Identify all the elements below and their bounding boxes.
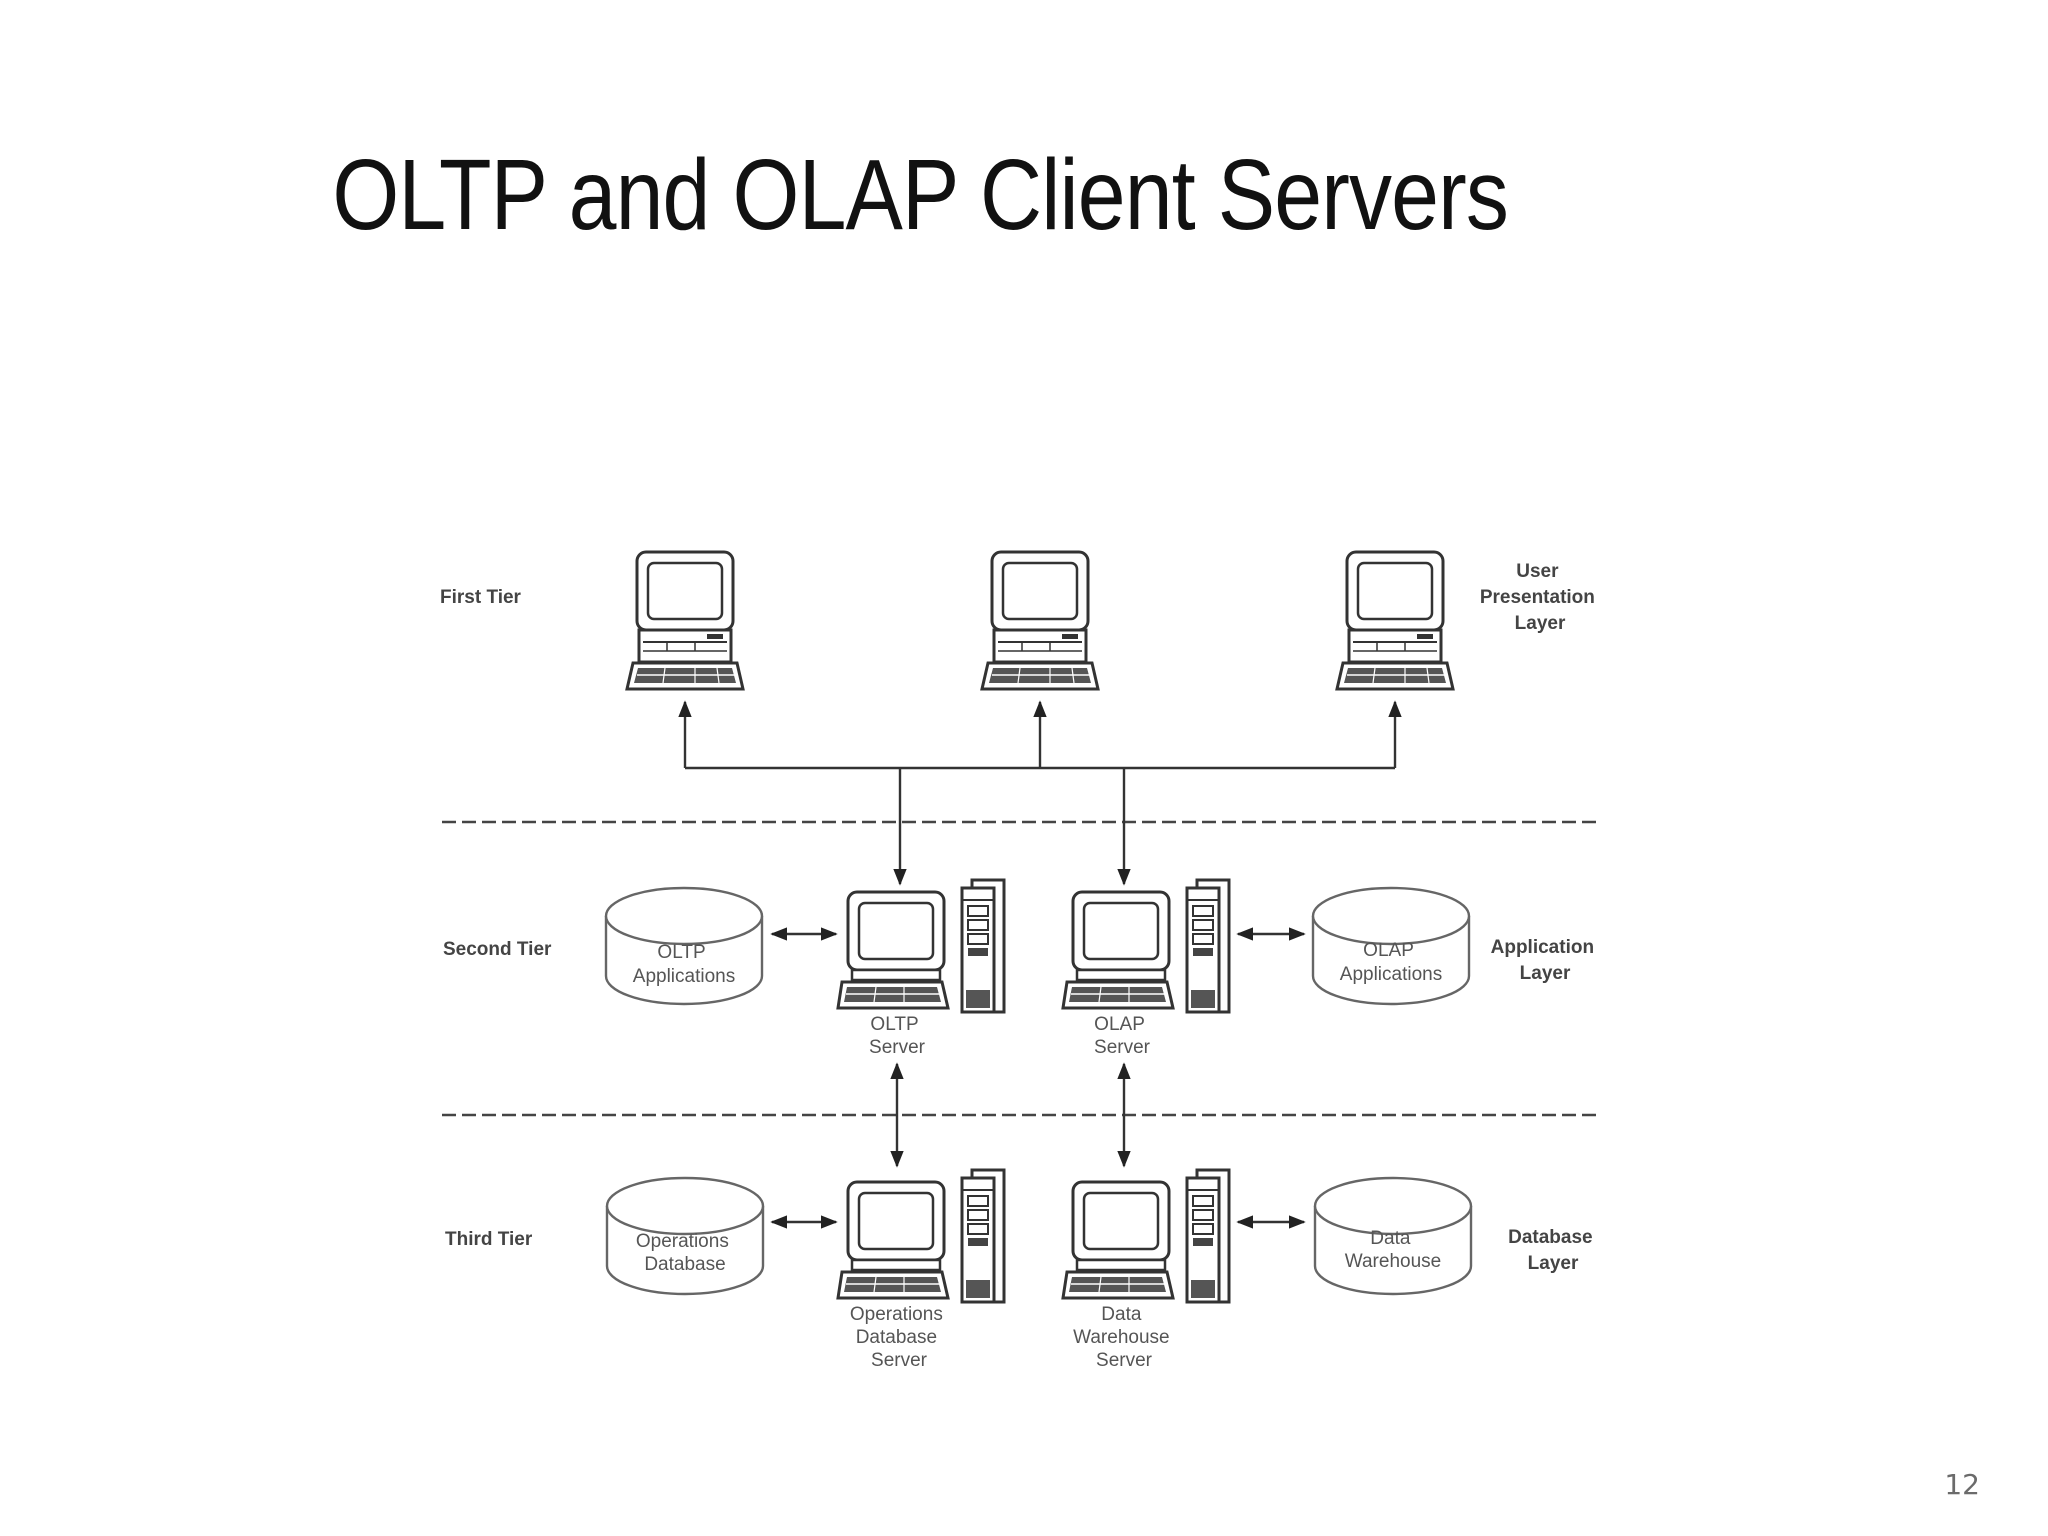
page-number: 12: [1944, 1468, 1980, 1501]
desktop-computer-icon: [1335, 550, 1455, 691]
layer-label-presentation: User Presentation Layer: [1480, 561, 1600, 634]
store-label-olap-applications: OLAP Applications: [1340, 940, 1442, 985]
tier-label-first: First Tier: [440, 587, 522, 608]
desktop-computer-icon: [625, 550, 745, 691]
desktop-computer-icon: [980, 550, 1100, 691]
server-workstation-icon: [836, 878, 1006, 1014]
slide-title: OLTP and OLAP Client Servers: [332, 139, 1509, 251]
store-label-operations-database: Operations Database: [636, 1231, 734, 1275]
layer-label-application: Application Layer: [1491, 937, 1600, 984]
tier-label-third: Third Tier: [445, 1229, 533, 1250]
server-workstation-icon: [836, 1168, 1006, 1304]
server-workstation-icon: [1061, 878, 1231, 1014]
server-label-olap: OLAP Server: [1094, 1014, 1151, 1058]
server-label-oltp: OLTP Server: [869, 1014, 926, 1058]
server-workstation-icon: [1061, 1168, 1231, 1304]
layer-label-database: Database Layer: [1508, 1227, 1598, 1274]
server-label-operations-database: Operations Database Server: [850, 1304, 948, 1371]
server-label-data-warehouse: Data Warehouse Server: [1073, 1304, 1175, 1371]
tier-label-second: Second Tier: [443, 939, 552, 960]
store-label-data-warehouse: Data Warehouse: [1345, 1228, 1441, 1272]
store-label-oltp-applications: OLTP Applications: [633, 942, 735, 987]
